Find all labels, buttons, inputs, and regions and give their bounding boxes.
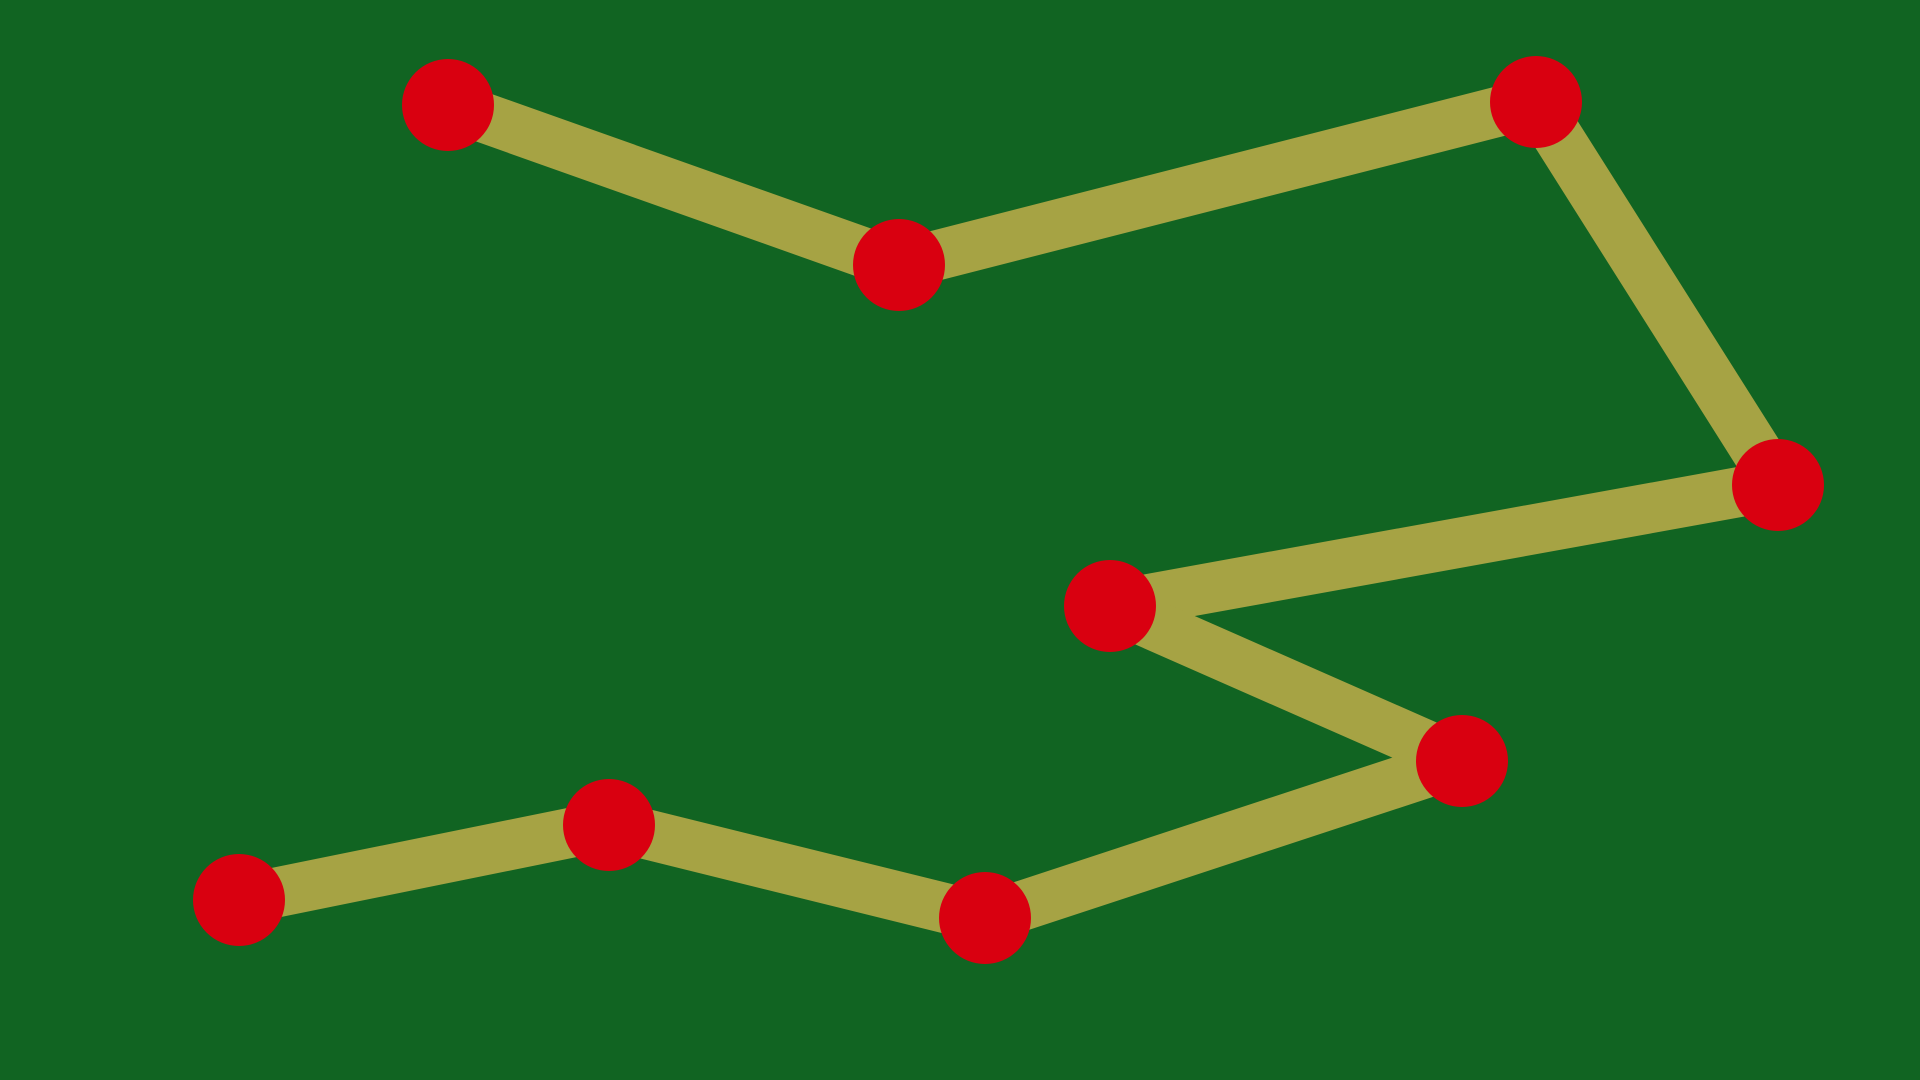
node-5[interactable] <box>1064 560 1156 652</box>
node-1[interactable] <box>402 59 494 151</box>
node-4[interactable] <box>1732 439 1824 531</box>
path-segment-1-2 <box>423 80 924 290</box>
node-7[interactable] <box>939 872 1031 964</box>
node-2[interactable] <box>853 219 945 311</box>
node-3[interactable] <box>1490 56 1582 148</box>
path-segment-2-3 <box>874 77 1561 290</box>
node-6[interactable] <box>1416 715 1508 807</box>
path-segment-6-7 <box>960 736 1487 943</box>
path-segment-5-6 <box>1085 581 1487 786</box>
node-9[interactable] <box>193 854 285 946</box>
path-nodes <box>193 56 1824 964</box>
path-segments <box>214 77 1803 943</box>
path-segment-3-4 <box>1511 77 1803 510</box>
path-segment-4-5 <box>1085 460 1803 631</box>
node-8[interactable] <box>563 779 655 871</box>
path-segment-7-8 <box>584 800 1010 943</box>
path-segment-8-9 <box>214 800 634 925</box>
